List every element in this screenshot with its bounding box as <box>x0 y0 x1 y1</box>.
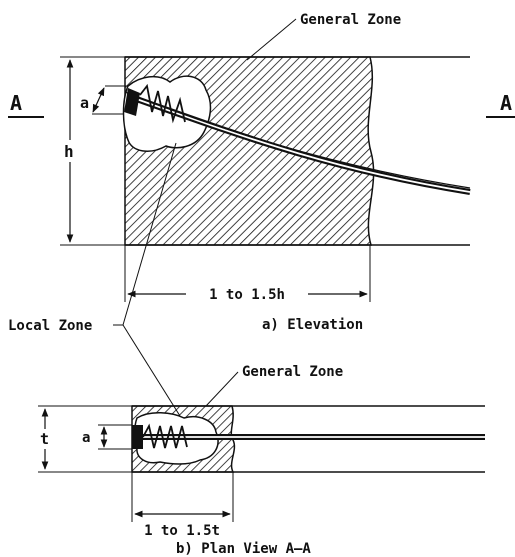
local-zone-bubble <box>122 75 212 152</box>
elevation-view: A A h a 1 to 1.5h General Zone a) Elevat… <box>8 12 515 333</box>
dim-plan-len-label: 1 to 1.5t <box>144 523 220 539</box>
plan-general-zone-label: General Zone <box>242 364 343 380</box>
spiral-plan <box>142 423 188 449</box>
section-mark-right: A <box>500 91 512 115</box>
general-zone-label: General Zone <box>300 12 401 28</box>
general-zone-leader <box>246 18 297 61</box>
plan-general-zone-leader <box>205 371 239 407</box>
plan-caption: b) Plan View A–A <box>176 541 311 557</box>
dim-t-gap <box>36 429 54 449</box>
dim-len-label: 1 to 1.5h <box>209 287 285 303</box>
dim-t-label: t <box>40 430 49 448</box>
local-zone-callout: Local Zone <box>8 142 181 417</box>
section-mark-left: A <box>10 91 22 115</box>
dim-len-gap <box>186 284 308 304</box>
spiral-elevation <box>139 83 186 124</box>
local-zone-leader-down <box>122 324 181 417</box>
dim-h-gap <box>60 140 80 162</box>
anchor-plan <box>132 425 143 449</box>
plan-view: t a 1 to 1.5t General Zone b) Plan View … <box>36 364 485 557</box>
anchor-elevation <box>124 88 140 116</box>
dim-a-line <box>92 87 105 113</box>
dim-plan-a-label: a <box>82 430 90 446</box>
local-zone-label: Local Zone <box>8 318 92 334</box>
dim-h-label: h <box>64 142 74 161</box>
dim-a-label: a <box>80 94 89 112</box>
local-zone-leader-up <box>122 142 177 326</box>
elevation-caption: a) Elevation <box>262 317 363 333</box>
